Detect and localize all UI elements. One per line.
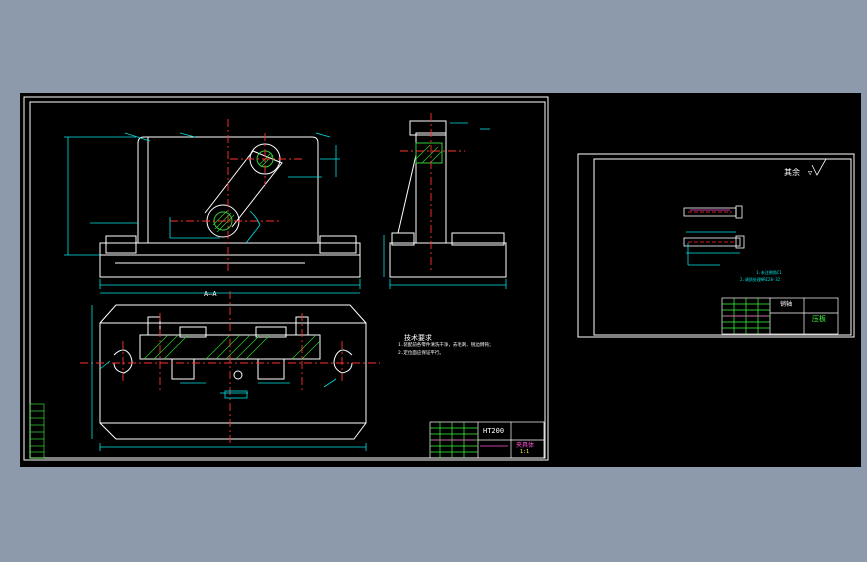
- datum-box: [224, 390, 248, 399]
- side-centerlines: [400, 113, 465, 271]
- detail-tech-note-1: 1.未注倒角C1: [756, 270, 782, 275]
- side-hatch: [415, 144, 443, 164]
- technical-requirement-1: 1.装配前各零件清洗干净，去毛刺、锐边倒钝；: [398, 343, 494, 348]
- right-slot: [333, 349, 353, 374]
- front-dimensions: [64, 132, 361, 294]
- detail-sheet-inner-border: [593, 158, 852, 336]
- detail-sheet: [577, 153, 855, 338]
- front-left-lug: [105, 235, 137, 254]
- revision-table: [29, 403, 45, 459]
- detail-title-block: [721, 297, 839, 335]
- section-dimensions: [91, 305, 367, 451]
- pin-part: [683, 205, 745, 266]
- section-outline: [99, 304, 367, 440]
- main-title-block: [429, 421, 545, 459]
- title-block-drawing-name: 夹具体: [516, 442, 535, 449]
- front-right-lug: [319, 235, 357, 254]
- detail-tech-note-2: 2.调质处理HRC28-32: [740, 277, 781, 282]
- title-block-material: HT200: [483, 427, 505, 435]
- roughness-mark: [811, 158, 827, 176]
- detail-title-block-drawing-no: 压板: [812, 315, 826, 323]
- technical-requirements-title: 技术要求: [404, 334, 432, 342]
- title-block-scale: 1:1: [520, 449, 530, 455]
- front-base-body: [99, 254, 361, 278]
- section-label: A—A: [204, 290, 217, 298]
- main-sheet-outer-border: [23, 96, 549, 461]
- side-base: [389, 242, 507, 278]
- detail-sheet-outer-border: [577, 153, 855, 338]
- swing-arm: [204, 150, 283, 228]
- cad-viewport[interactable]: A—A 技术要求 1.装配前各零件清洗干净，去毛刺、锐边倒钝； 2.定位面应保证…: [20, 93, 861, 467]
- roughness-symbol: ▽: [808, 169, 813, 177]
- section-view: [99, 304, 367, 440]
- drawing-canvas: [23, 96, 855, 461]
- detail-title-block-part-name: 销轴: [780, 301, 793, 308]
- boss-hatch: [212, 152, 274, 233]
- section-centerlines: [80, 291, 380, 445]
- front-view: [99, 136, 361, 278]
- left-slot: [113, 349, 133, 374]
- main-sheet-inner-border: [29, 101, 546, 459]
- main-sheet: [23, 96, 549, 461]
- technical-requirement-2: 2.定位面应保证平行。: [398, 351, 444, 356]
- side-view: [389, 120, 507, 278]
- side-rib: [397, 154, 417, 234]
- pin-circle: [233, 370, 243, 380]
- side-dimensions: [383, 122, 507, 289]
- front-centerlines: [170, 119, 305, 273]
- roughness-note: 其余: [784, 168, 800, 177]
- section-hatch: [143, 334, 321, 360]
